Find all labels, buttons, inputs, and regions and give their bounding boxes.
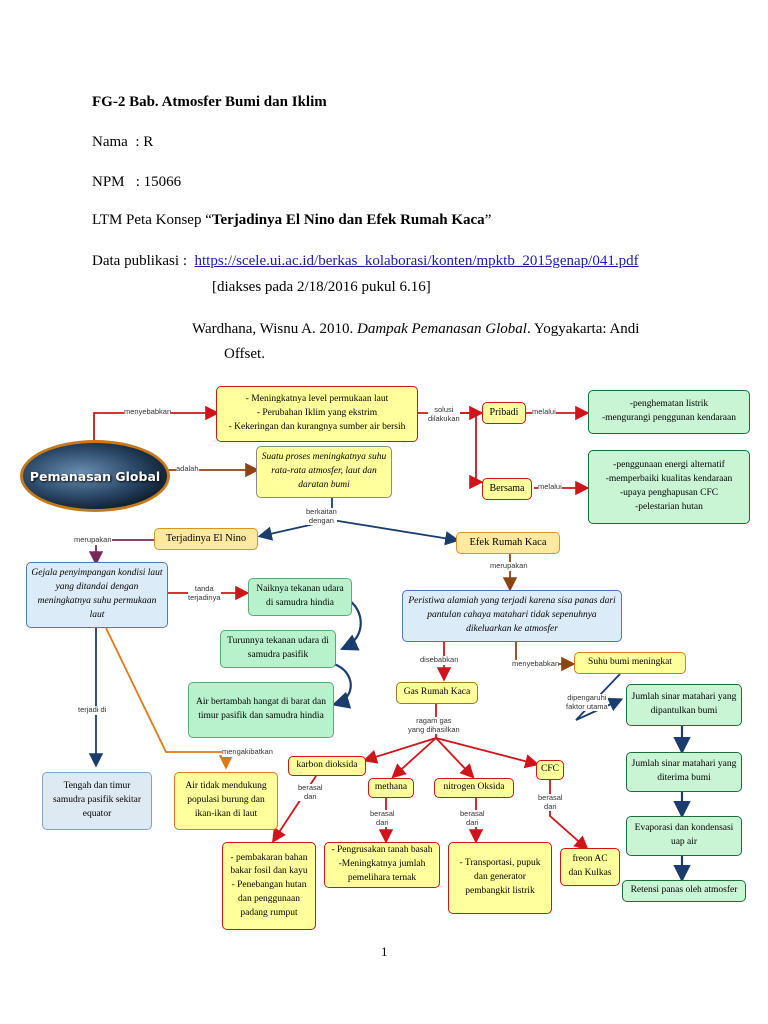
karbon-source-node[interactable]: - pembakaran bahan bakar fosil dan kayu … xyxy=(222,842,316,930)
pribadi-solution-node[interactable]: -penghematan listrik -mengurangi penggun… xyxy=(588,390,750,434)
label-melalui-1: melalui xyxy=(532,407,556,417)
populasi-node[interactable]: Air tidak mendukung populasi burung dan … xyxy=(174,772,278,830)
label-melalui-2: melalui xyxy=(538,482,562,492)
ltm-line: LTM Peta Konsep “Terjadinya El Nino dan … xyxy=(92,212,492,228)
pub-line: Data publikasi : https://scele.ui.ac.id/… xyxy=(92,253,639,269)
karbon-dioksida-node[interactable]: karbon dioksida xyxy=(288,756,366,776)
gas-rumah-kaca-node[interactable]: Gas Rumah Kaca xyxy=(396,682,478,704)
pribadi-node[interactable]: Pribadi xyxy=(482,402,526,424)
methana-source-node[interactable]: - Pengrusakan tanah basah -Meningkatnya … xyxy=(324,842,440,888)
doc-title: FG-2 Bab. Atmosfer Bumi dan Iklim xyxy=(92,94,327,110)
gejala-node[interactable]: Gejala penyimpangan kondisi laut yang di… xyxy=(26,562,168,628)
label-berasal-3: berasal dari xyxy=(460,809,485,828)
methana-node[interactable]: methana xyxy=(368,778,414,798)
jumlah-dipantulkan-node[interactable]: Jumlah sinar matahari yang dipantulkan b… xyxy=(626,684,742,726)
bersama-solution-node[interactable]: -penggunaan energi alternatif -memperbai… xyxy=(588,450,750,524)
peristiwa-node[interactable]: Peristiwa alamiah yang terjadi karena si… xyxy=(402,590,622,642)
tengah-timur-node[interactable]: Tengah dan timur samudra pasifik sekitar… xyxy=(42,772,152,830)
label-menyebabkan-2: menyebabkan xyxy=(512,659,560,669)
npm-line: NPM : 15066 xyxy=(92,174,182,190)
page-number: 1 xyxy=(381,944,388,959)
nama-line: Nama : R xyxy=(92,134,154,150)
bersama-node[interactable]: Bersama xyxy=(482,478,532,500)
naik-tekanan-node[interactable]: Naiknya tekanan udara di samudra hindia xyxy=(248,578,352,616)
nitrogen-oksida-node[interactable]: nitrogen Oksida xyxy=(434,778,514,798)
pemanasan-global-label: Pemanasan Global xyxy=(29,468,161,484)
label-mengakibatkan: mengakibatkan xyxy=(222,747,273,757)
cfc-node[interactable]: CFC xyxy=(536,760,564,780)
jumlah-diterima-node[interactable]: Jumlah sinar matahari yang diterima bumi xyxy=(626,752,742,792)
pemanasan-global-node[interactable]: Pemanasan Global xyxy=(20,440,170,512)
accessed-line: [diakses pada 2/18/2016 pukul 6.16] xyxy=(212,279,431,295)
reference-line: Wardhana, Wisnu A. 2010. Dampak Pemanasa… xyxy=(192,321,640,337)
cfc-source-node[interactable]: freon AC dan Kulkas xyxy=(560,848,620,886)
label-berasal-1: berasal dari xyxy=(298,783,323,802)
label-berasal-2: berasal dari xyxy=(370,809,395,828)
pub-link[interactable]: https://scele.ui.ac.id/berkas_kolaborasi… xyxy=(194,253,639,269)
effects-node[interactable]: - Meningkatnya level permukaan laut - Pe… xyxy=(216,386,418,442)
concept-map: Pemanasan Global - Meningkatnya level pe… xyxy=(16,380,760,940)
label-tanda-terjadinya: tanda terjadinya xyxy=(188,584,221,603)
label-adalah: adalah xyxy=(176,464,199,474)
definition-node[interactable]: Suatu proses meningkatnya suhu rata-rata… xyxy=(256,446,392,498)
label-ragam-gas: ragam gas yang dihasilkan xyxy=(408,716,460,735)
label-dipengaruhi: dipengaruhi faktor utama xyxy=(566,693,608,712)
efek-rumah-kaca-node[interactable]: Efek Rumah Kaca xyxy=(456,532,560,554)
label-terjadi-di: terjadi di xyxy=(78,705,107,715)
nitrogen-source-node[interactable]: - Transportasi, pupuk dan generator pemb… xyxy=(448,842,552,914)
turun-tekanan-node[interactable]: Turunnya tekanan udara di samudra pasifi… xyxy=(220,630,336,668)
label-merupakan-1: merupakan xyxy=(74,535,112,545)
label-merupakan-2: merupakan xyxy=(490,561,528,571)
label-menyebabkan: menyebabkan xyxy=(124,407,172,417)
label-solusi: solusi dilakukan xyxy=(428,405,460,424)
retensi-node[interactable]: Retensi panas oleh atmosfer xyxy=(622,880,746,902)
reference-line-2: Offset. xyxy=(224,346,265,362)
label-disebabkan: disebabkan xyxy=(420,655,459,665)
suhu-bumi-node[interactable]: Suhu bumi meningkat xyxy=(574,652,686,674)
label-berasal-4: berasal dari xyxy=(538,793,563,812)
el-nino-node[interactable]: Terjadinya El Nino xyxy=(154,528,258,550)
label-berkaitan: berkaitan dengan xyxy=(306,507,337,526)
air-hangat-node[interactable]: Air bertambah hangat di barat dan timur … xyxy=(188,682,334,738)
evaporasi-node[interactable]: Evaporasi dan kondensasi uap air xyxy=(626,816,742,856)
